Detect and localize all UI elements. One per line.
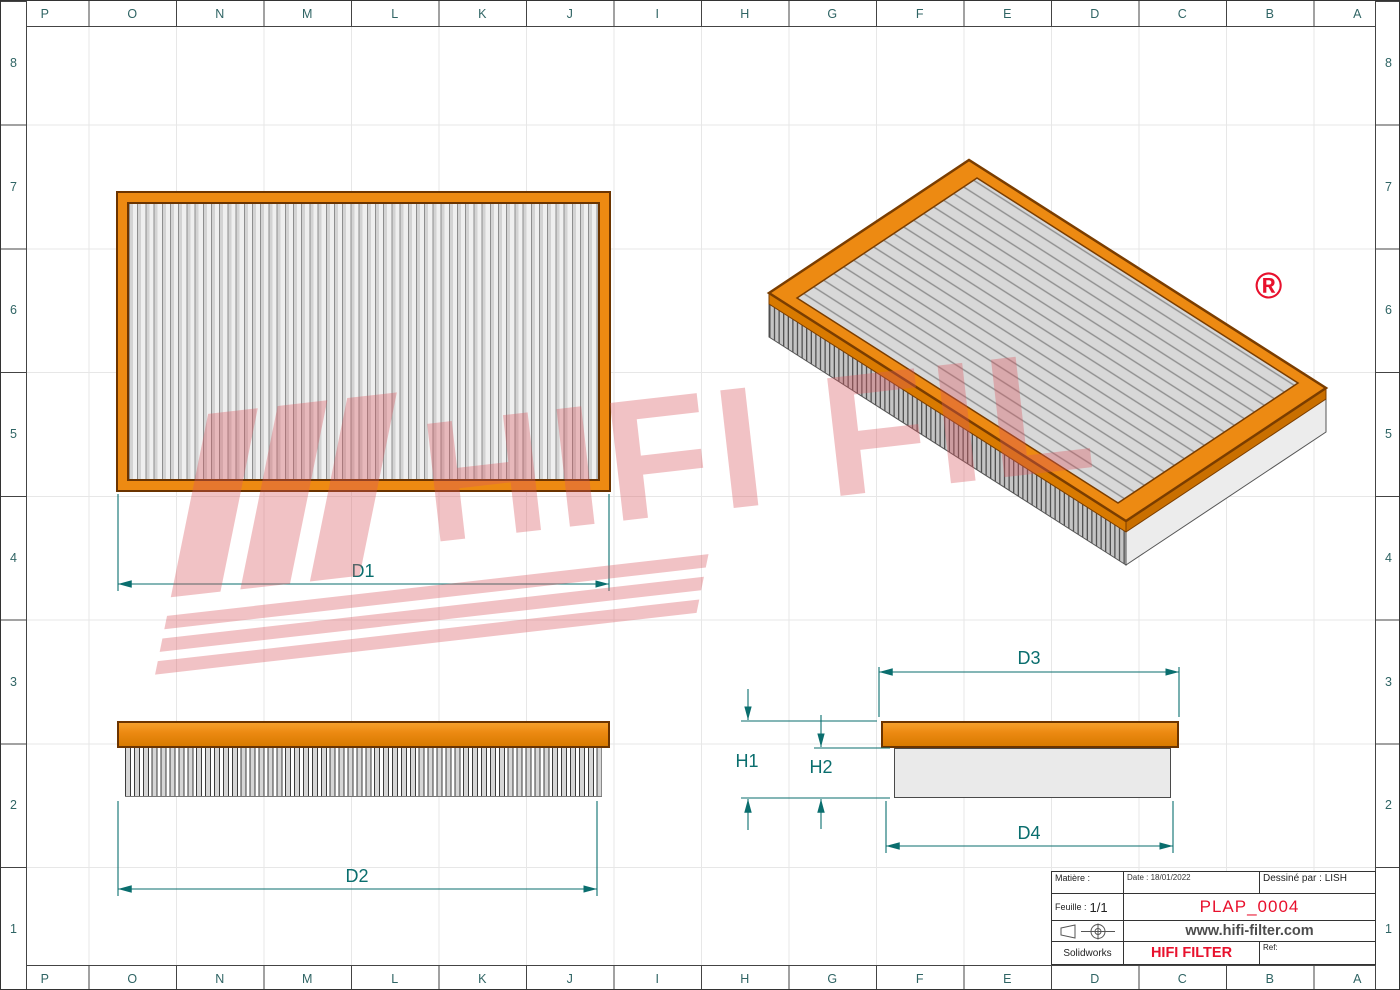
grid-ref-label: K (478, 6, 487, 21)
grid-ref-label: I (655, 6, 659, 21)
grid-ref-label: D (1090, 6, 1100, 21)
grid-ref-label: 2 (1385, 798, 1392, 813)
grid-ref-label: 5 (10, 427, 17, 442)
grid-ref-label: 8 (10, 55, 17, 70)
grid-ref-label: 1 (1385, 922, 1392, 937)
grid-ref-label: 7 (10, 179, 17, 194)
titleblock-brand: HIFI FILTER (1124, 942, 1260, 964)
grid-ref-label: A (1353, 971, 1362, 986)
registered-trademark-icon: ® (1255, 265, 1283, 306)
top-view (116, 191, 611, 492)
grid-ref-label: 1 (10, 922, 17, 937)
dim-label-d4: D4 (1017, 823, 1040, 843)
grid-ref-label: 5 (1385, 427, 1392, 442)
grid-ref-label: G (827, 971, 838, 986)
grid-ref-label: C (1177, 971, 1187, 986)
grid-ref-label: N (215, 6, 225, 21)
dim-label-h2: H2 (809, 757, 832, 777)
grid-ref-label: E (1003, 6, 1012, 21)
grid-ref-band-left: 8 7 6 5 4 3 2 1 (1, 1, 27, 989)
dim-label-d2: D2 (345, 866, 368, 886)
titleblock-part-number: PLAP_0004 (1124, 894, 1375, 921)
grid-ref-label: 4 (10, 550, 17, 565)
grid-ref-label: O (127, 6, 138, 21)
titleblock-software: Solidworks (1052, 942, 1124, 964)
grid-ref-label: L (391, 6, 399, 21)
grid-ref-label: 4 (1385, 550, 1392, 565)
grid-ref-label: I (655, 971, 659, 986)
iso-media-top (795, 177, 1300, 504)
grid-ref-label: 6 (10, 303, 17, 318)
grid-ref-label: 3 (10, 674, 17, 689)
titleblock-material-label: Matière : (1052, 872, 1124, 894)
grid-ref-label: O (127, 971, 138, 986)
dim-label-d3: D3 (1017, 648, 1040, 668)
grid-ref-label: 6 (1385, 303, 1392, 318)
dim-label-d1: D1 (351, 561, 374, 581)
grid-ref-label: P (40, 971, 49, 986)
top-view-filter-media (127, 202, 600, 481)
grid-ref-label: J (566, 971, 573, 986)
grid-ref-label: F (915, 6, 924, 21)
grid-ref-label: F (915, 971, 924, 986)
dim-label-h1: H1 (735, 751, 758, 771)
grid-ref-label: N (215, 971, 225, 986)
front-view-pleats (125, 748, 602, 797)
grid-ref-band-right: 8 7 6 5 4 3 2 1 (1375, 1, 1399, 989)
grid-ref-label: E (1003, 971, 1012, 986)
grid-ref-label: 2 (10, 798, 17, 813)
titleblock-website: www.hifi-filter.com (1124, 921, 1375, 942)
titleblock-drawn-by: Dessiné par : LISH (1260, 872, 1375, 894)
side-view-body (894, 748, 1171, 798)
titleblock-date: Date : 18/01/2022 (1124, 872, 1260, 894)
titleblock-ref-label: Ref: (1263, 943, 1278, 952)
front-view-frame (117, 721, 610, 748)
grid-ref-label: L (391, 971, 399, 986)
projection-symbol-icon (1052, 921, 1124, 942)
title-block: Matière : Date : 18/01/2022 Dessiné par … (1051, 871, 1376, 965)
grid-ref-label: 8 (1385, 55, 1392, 70)
grid-ref-label: B (1265, 971, 1274, 986)
grid-ref-label: J (566, 6, 573, 21)
grid-ref-label: H (740, 6, 750, 21)
grid-ref-label: C (1177, 6, 1187, 21)
grid-ref-label: A (1353, 6, 1362, 21)
grid-ref-label: B (1265, 6, 1274, 21)
grid-ref-label: H (740, 971, 750, 986)
grid-ref-label: 3 (1385, 674, 1392, 689)
feuille-label: Feuille : (1055, 902, 1087, 912)
grid-ref-label: M (302, 971, 313, 986)
grid-ref-label: D (1090, 971, 1100, 986)
grid-ref-label: G (827, 6, 838, 21)
grid-ref-label: K (478, 971, 487, 986)
side-view-frame (881, 721, 1179, 748)
isometric-view (766, 158, 1329, 566)
grid-ref-label: P (40, 6, 49, 21)
titleblock-sheet-number: Feuille : 1/1 (1052, 894, 1124, 921)
feuille-value: 1/1 (1089, 899, 1108, 915)
grid-ref-label: 7 (1385, 179, 1392, 194)
dimension-lines (117, 494, 1180, 896)
grid-ref-label: M (302, 6, 313, 21)
